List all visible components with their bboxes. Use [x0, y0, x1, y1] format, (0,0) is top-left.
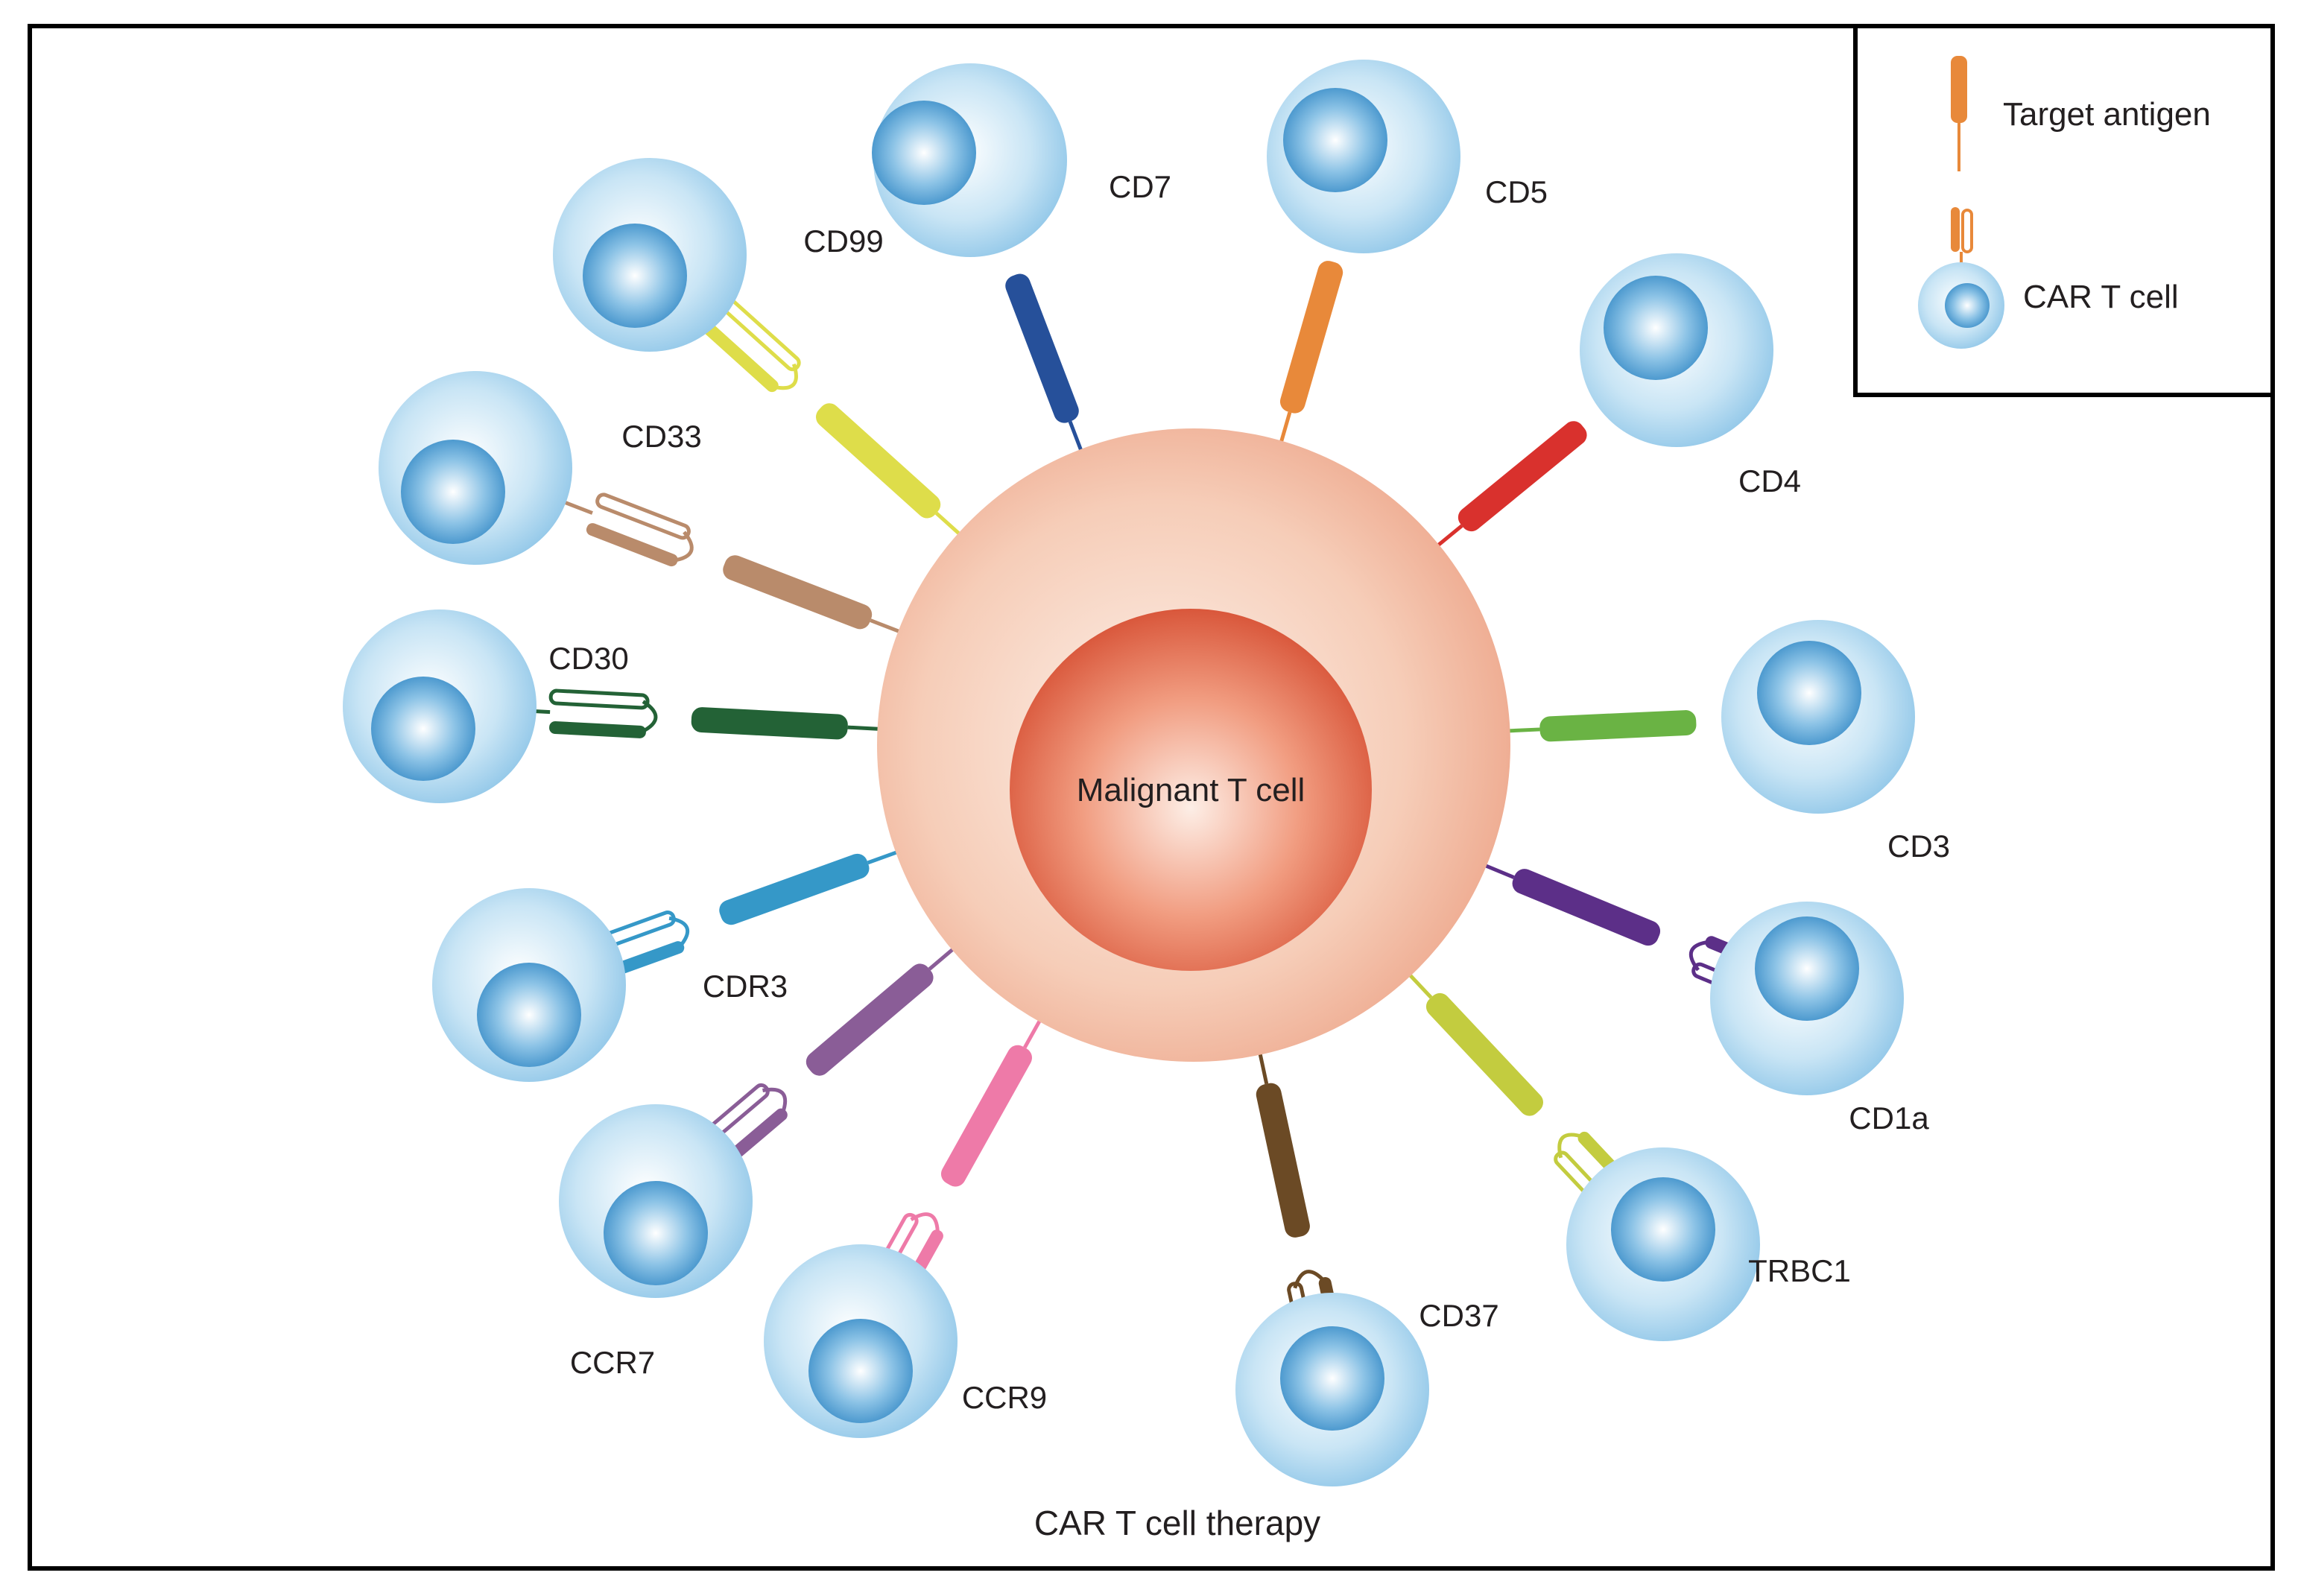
- cdr3-receptor-hinge: [668, 916, 690, 949]
- cd30-receptor-hinge: [640, 700, 658, 734]
- cd99-car-t-cell: [553, 158, 747, 352]
- cd33-car-t-cell-nucleus: [401, 440, 505, 544]
- trbc1-antigen: [1425, 992, 1543, 1116]
- cd33-car-receptor: [586, 493, 694, 567]
- cd33-receptor-chain-b: [595, 493, 691, 540]
- cd37-car-t-cell-nucleus: [1280, 1326, 1384, 1431]
- cdr3-car-t-cell: [432, 888, 626, 1082]
- cd5-car-t-cell-nucleus: [1283, 88, 1387, 192]
- ccr7-car-t-cell-nucleus: [604, 1181, 708, 1285]
- trbc1-car-t-cell: [1566, 1147, 1760, 1341]
- trbc1-label: TRBC1: [1748, 1253, 1851, 1288]
- cdr3-label: CDR3: [703, 969, 788, 1004]
- target-ccr7: CCR7: [559, 943, 960, 1380]
- cd30-car-t-cell: [343, 609, 537, 803]
- target-trbc1: TRBC1: [1404, 969, 1851, 1341]
- cd37-car-t-cell: [1235, 1293, 1429, 1486]
- cd30-car-receptor: [548, 688, 658, 738]
- cd33-label: CD33: [621, 419, 701, 454]
- target-cd99: CD99: [553, 158, 966, 540]
- ccr9-label: CCR9: [962, 1380, 1047, 1415]
- legend-car-t-label: CAR T cell: [2023, 279, 2179, 315]
- cd30-receptor-chain-b: [548, 688, 650, 710]
- ccr9-antigen: [940, 1045, 1032, 1187]
- cd7-antigen: [1005, 273, 1079, 423]
- ccr7-antigen: [805, 963, 934, 1076]
- target-cd37: CD37: [1235, 1047, 1499, 1486]
- trbc1-receptor-hinge: [1557, 1133, 1584, 1159]
- legend-antigen-bar: [1951, 56, 1967, 123]
- legend-antigen-label: Target antigen: [2003, 96, 2211, 133]
- cd99-receptor-chain-b: [721, 298, 801, 372]
- cd4-label: CD4: [1738, 463, 1801, 498]
- cd33-antigen: [723, 555, 873, 630]
- cd99-car-t-cell-nucleus: [583, 224, 687, 328]
- cd37-receptor-hinge: [1293, 1270, 1326, 1289]
- malignant-cell-label: Malignant T cell: [1077, 772, 1305, 808]
- ccr7-car-t-cell: [559, 1104, 753, 1298]
- cd3-car-t-cell-nucleus: [1757, 641, 1861, 745]
- target-cd7: CD7: [872, 63, 1171, 457]
- cd5-label: CD5: [1485, 174, 1548, 209]
- cd33-receptor-chain-a: [586, 523, 678, 567]
- cd99-antigen: [816, 403, 941, 519]
- cdr3-car-t-cell-nucleus: [477, 963, 581, 1067]
- cd5-car-t-cell: [1267, 60, 1460, 253]
- ccr9-receptor-hinge: [910, 1212, 940, 1235]
- trbc1-car-t-cell-nucleus: [1611, 1177, 1715, 1282]
- cd4-car-t-cell-nucleus: [1604, 276, 1708, 380]
- target-cd3: CD3: [1502, 620, 1950, 864]
- malignant-cell-nucleus: [1010, 609, 1372, 971]
- legend-antigen-icon: [1951, 56, 1967, 171]
- cd37-antigen: [1256, 1083, 1310, 1238]
- cd30-receptor-chain-a: [549, 721, 646, 738]
- ccr7-receptor-hinge: [762, 1087, 788, 1115]
- legend-receptor-b: [1961, 209, 1973, 253]
- cd7-car-t-cell-nucleus: [872, 101, 976, 205]
- cdr3-antigen: [719, 853, 870, 925]
- legend-box: [1853, 24, 2275, 397]
- target-cd1a: CD1a: [1478, 861, 1929, 1136]
- malignant-t-cell: Malignant T cell: [877, 428, 1510, 1062]
- cd1a-antigen: [1512, 869, 1661, 946]
- cd5-antigen: [1279, 261, 1343, 414]
- cd30-car-t-cell-nucleus: [371, 677, 475, 781]
- ccr9-car-t-cell: [764, 1244, 958, 1438]
- cd4-antigen: [1457, 421, 1587, 532]
- cd4-car-t-cell: [1580, 253, 1773, 447]
- ccr9-car-t-cell-nucleus: [808, 1319, 913, 1423]
- cd1a-car-t-cell: [1710, 902, 1904, 1095]
- cd7-car-t-cell: [872, 63, 1067, 257]
- cd33-receptor-hinge: [672, 531, 694, 563]
- cd30-antigen: [691, 707, 848, 740]
- legend: Target antigen CAR T cell: [1853, 24, 2275, 397]
- legend-car-t-icon: [1918, 207, 2004, 349]
- target-cd4: CD4: [1431, 253, 1801, 551]
- cd1a-label: CD1a: [1849, 1101, 1929, 1136]
- target-cd30: CD30: [343, 609, 885, 803]
- target-cdr3: CDR3: [432, 848, 904, 1082]
- cd1a-receptor-hinge: [1688, 940, 1711, 972]
- cd3-car-t-cell: [1721, 620, 1915, 814]
- cd99-receptor-hinge: [773, 363, 798, 390]
- target-cd33: CD33: [379, 371, 906, 636]
- cd30-label: CD30: [548, 641, 628, 676]
- cd37-label: CD37: [1419, 1298, 1498, 1333]
- cd3-label: CD3: [1887, 829, 1950, 864]
- cd99-label: CD99: [803, 224, 883, 259]
- cd7-label: CD7: [1109, 169, 1171, 204]
- ccr7-label: CCR7: [570, 1345, 655, 1380]
- cd99-receptor-chain-a: [703, 323, 779, 393]
- cd33-car-t-cell: [379, 371, 572, 565]
- target-cd5: CD5: [1267, 60, 1548, 449]
- figure-frame: [28, 24, 2275, 1571]
- diagram-caption: CAR T cell therapy: [1034, 1504, 1320, 1542]
- cd1a-car-t-cell-nucleus: [1755, 916, 1859, 1021]
- legend-receptor-a: [1951, 207, 1960, 252]
- target-ccr9: CCR9: [764, 1014, 1047, 1438]
- cd3-antigen: [1539, 710, 1697, 742]
- legend-car-t-cell-nucleus: [1945, 283, 1990, 328]
